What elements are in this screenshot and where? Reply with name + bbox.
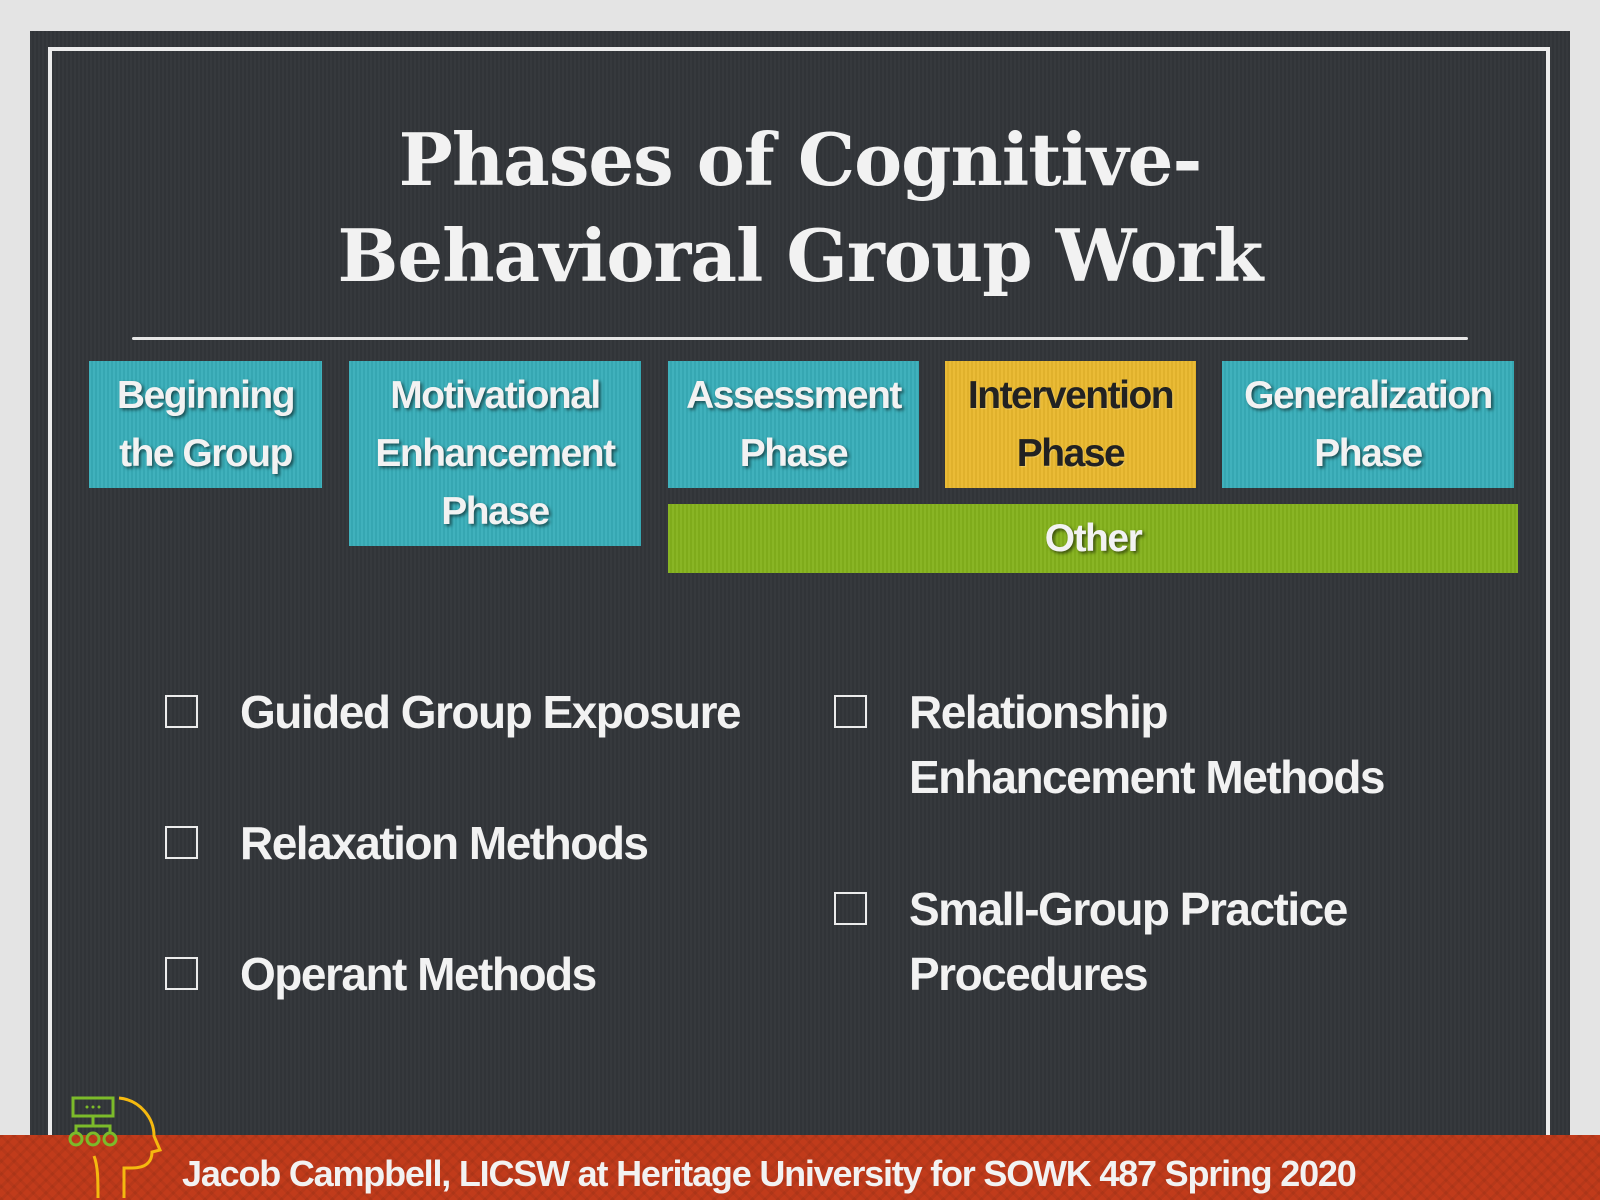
- footer-credit: Jacob Campbell, LICSW at Heritage Univer…: [182, 1153, 1357, 1194]
- chalk-frame: [48, 47, 1550, 1197]
- title-divider: [132, 337, 1468, 340]
- bullet-text: Relationship Enhancement Methods: [909, 680, 1386, 810]
- phase-label: the Group: [119, 431, 293, 475]
- bullet-item: Relaxation Methods: [165, 811, 649, 876]
- bullet-text: Guided Group Exposure: [240, 686, 742, 738]
- phase-label: Phase: [739, 431, 849, 475]
- bullet-item: Operant Methods: [165, 942, 597, 1007]
- phase-label: Assessment: [686, 373, 902, 417]
- bullet-line: Relationship: [909, 686, 1169, 738]
- checkbox-icon: [165, 826, 198, 859]
- checkbox-icon: [165, 695, 198, 728]
- phase-beginning-the-group: Beginning the Group: [89, 361, 322, 488]
- bullet-text: Small-Group Practice Procedures: [909, 877, 1348, 1007]
- title-line-1: Phases of Cognitive-: [398, 117, 1203, 202]
- bullet-line: Small-Group Practice: [909, 883, 1348, 935]
- checkbox-icon: [834, 695, 867, 728]
- phase-label: Enhancement: [375, 431, 616, 475]
- bullet-item: Guided Group Exposure: [165, 680, 742, 745]
- phase-label: Beginning: [116, 373, 296, 417]
- phase-label: Motivational: [390, 373, 601, 417]
- head-org-chart-icon: [68, 1096, 162, 1199]
- phase-generalization: Generalization Phase: [1222, 361, 1514, 488]
- bullet-text: Operant Methods: [240, 948, 597, 1000]
- title-line-2: Behavioral Group Work: [337, 213, 1264, 298]
- slide-background: [30, 31, 1570, 1200]
- bullet-item: Relationship Enhancement Methods: [834, 680, 1386, 810]
- phase-assessment: Assessment Phase: [668, 361, 919, 488]
- other-label: Other: [1044, 516, 1143, 560]
- bullet-item: Small-Group Practice Procedures: [834, 877, 1348, 1007]
- phase-label: Phase: [1016, 431, 1126, 475]
- checkbox-icon: [834, 892, 867, 925]
- phase-label: Phase: [1314, 431, 1423, 475]
- bullet-line: Procedures: [909, 948, 1149, 1000]
- phase-label: Generalization: [1244, 373, 1493, 417]
- footer-bar: [0, 1135, 1600, 1200]
- checkbox-icon: [165, 957, 198, 990]
- other-bar: Other: [668, 504, 1518, 573]
- bullet-text: Relaxation Methods: [240, 817, 649, 869]
- phase-label: Phase: [441, 489, 550, 533]
- slide-title: Phases of Cognitive- Behavioral Group Wo…: [0, 112, 1600, 304]
- phase-motivational-enhancement: Motivational Enhancement Phase: [349, 361, 641, 546]
- phase-label: Intervention: [967, 373, 1175, 417]
- phase-intervention: Intervention Phase: [945, 361, 1196, 488]
- bullet-line: Enhancement Methods: [909, 751, 1386, 803]
